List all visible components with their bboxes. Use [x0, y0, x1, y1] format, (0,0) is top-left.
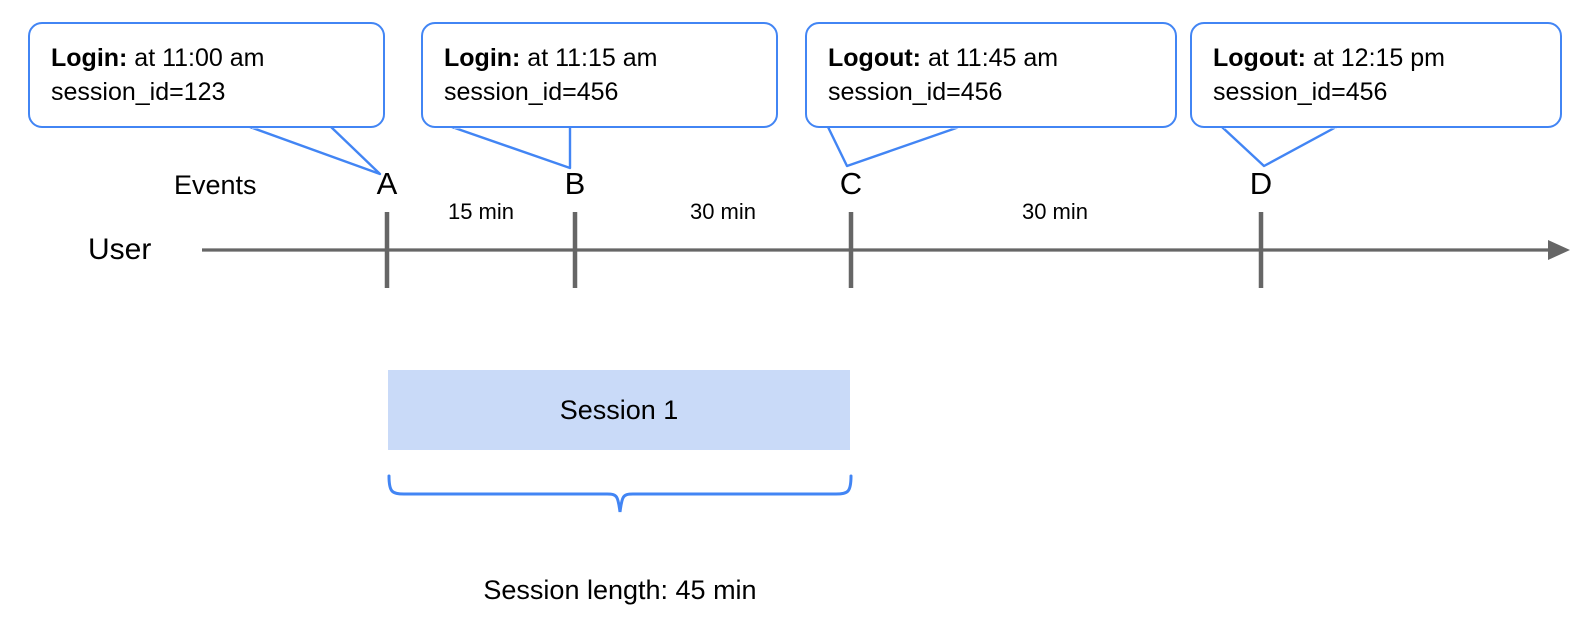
callout-bubble-b: Login: at 11:15 am session_id=456 [421, 22, 778, 128]
callout-b-time: at 11:15 am [520, 44, 658, 72]
event-letter-c: C [839, 166, 863, 201]
callout-c-text: Logout: at 11:45 am session_id=456 [828, 41, 1058, 109]
callout-b-text: Login: at 11:15 am session_id=456 [444, 41, 657, 109]
callout-bubble-a: Login: at 11:00 am session_id=123 [28, 22, 385, 128]
callout-d-text: Logout: at 12:15 pm session_id=456 [1213, 41, 1445, 109]
session-length-caption: Session length: 45 min [483, 575, 757, 605]
event-letter-d: D [1249, 166, 1273, 201]
callout-a-event-type: Login: [51, 44, 128, 72]
callout-b-event-type: Login: [444, 44, 521, 72]
callout-a-time: at 11:00 am [127, 44, 265, 72]
callout-c-event-type: Logout: [828, 44, 922, 72]
callout-a-text: Login: at 11:00 am session_id=123 [51, 41, 264, 109]
callout-c-time: at 11:45 am [921, 44, 1059, 72]
callout-d-event-type: Logout: [1213, 44, 1307, 72]
callout-tail-c [826, 124, 964, 168]
timeline-arrowhead-icon [1548, 240, 1570, 260]
callout-tail-d [1220, 124, 1340, 168]
callout-d-time: at 12:15 pm [1306, 44, 1445, 72]
gap-label-c-d: 30 min [1021, 199, 1089, 224]
callout-d-session: session_id=456 [1213, 78, 1388, 106]
session-length-brace [387, 474, 853, 513]
callout-tail-b [450, 124, 572, 170]
session-1-label: Session 1 [559, 394, 679, 425]
callout-tail-a [248, 124, 382, 176]
gap-label-b-c: 30 min [689, 199, 757, 224]
event-letter-b: B [564, 166, 586, 201]
callout-b-session: session_id=456 [444, 78, 619, 106]
user-row-label: User [88, 233, 152, 266]
callout-bubble-c: Logout: at 11:45 am session_id=456 [805, 22, 1177, 128]
event-letter-a: A [376, 166, 398, 201]
gap-label-a-b: 15 min [447, 199, 515, 224]
session-1-bar: Session 1 [388, 370, 850, 450]
callout-a-session: session_id=123 [51, 78, 226, 106]
callout-bubble-d: Logout: at 12:15 pm session_id=456 [1190, 22, 1562, 128]
callout-c-session: session_id=456 [828, 78, 1003, 106]
events-row-label: Events [174, 170, 257, 200]
